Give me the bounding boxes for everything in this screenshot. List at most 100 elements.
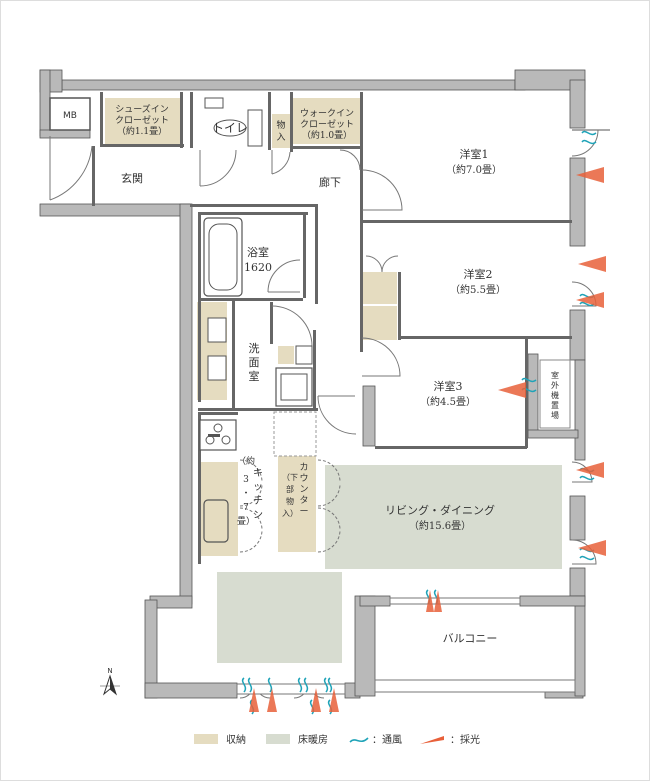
ventilation-mark bbox=[521, 377, 537, 383]
label-outdoor-3: 機 bbox=[551, 390, 559, 400]
daylight-mark bbox=[267, 688, 277, 712]
daylight-mark bbox=[576, 167, 604, 183]
label-western1-2: （約7.0畳） bbox=[446, 163, 502, 176]
label-washroom-1: 洗 bbox=[249, 342, 260, 355]
label-kitchen-size-1: （約 bbox=[237, 455, 255, 467]
label-walkin-3: （約1.0畳） bbox=[302, 129, 352, 141]
ventilation-mark bbox=[581, 139, 597, 145]
daylight-icon bbox=[420, 736, 444, 744]
label-western1-1: 洋室1 bbox=[460, 147, 489, 161]
floor-heating-dining bbox=[217, 572, 342, 663]
ventilation-mark bbox=[327, 699, 333, 715]
counter-dashed-area bbox=[273, 411, 317, 457]
label-bath-1: 浴室 bbox=[247, 245, 269, 259]
daylight-mark bbox=[426, 590, 434, 612]
label-kitchen-1: キ bbox=[253, 468, 263, 479]
label-counter-5: ー bbox=[299, 507, 308, 517]
balcony-railing bbox=[374, 679, 576, 693]
label-living-1: リビング・ダイニング bbox=[385, 503, 495, 517]
daylight-marks bbox=[249, 167, 606, 712]
label-counter-sub-4: 入） bbox=[282, 509, 298, 518]
ventilation-mark bbox=[303, 677, 309, 693]
label-entrance: 玄関 bbox=[121, 171, 143, 185]
label-kitchen-size-2: 3 bbox=[243, 475, 249, 485]
label-balcony: バルコニー bbox=[443, 632, 498, 645]
ventilation-mark bbox=[579, 475, 595, 481]
legend-daylight: ：採光 bbox=[450, 733, 480, 746]
label-western2-1: 洋室2 bbox=[464, 267, 493, 281]
label-toilet: トイレ bbox=[212, 121, 248, 135]
label-shoe-closet-1: シューズイン bbox=[115, 103, 169, 115]
legend-floor-heating: 床暖房 bbox=[298, 733, 328, 746]
label-western3-2: （約4.5畳） bbox=[420, 395, 476, 408]
daylight-mark bbox=[311, 688, 321, 712]
storage-shoe-closet bbox=[105, 98, 180, 144]
storage-walkin-closet bbox=[293, 98, 361, 144]
outdoor-unit-box bbox=[539, 359, 571, 429]
ventilation-mark bbox=[241, 677, 247, 693]
label-washroom-2: 面 bbox=[249, 356, 260, 369]
label-outdoor-2: 外 bbox=[551, 380, 559, 390]
label-shoe-closet-2: クローゼット bbox=[115, 114, 169, 126]
label-kitchen-size-4: 7 bbox=[243, 503, 249, 513]
stove-icon bbox=[199, 419, 237, 451]
walls bbox=[39, 69, 586, 699]
storage-western2-b bbox=[363, 306, 397, 340]
label-kitchen-size-5: 畳） bbox=[237, 516, 255, 527]
legend-storage-swatch bbox=[194, 734, 218, 744]
daylight-mark bbox=[578, 256, 606, 272]
label-living-2: （約15.6畳） bbox=[409, 519, 471, 532]
label-shoe-closet-3: （約1.1畳） bbox=[117, 125, 167, 137]
dining-window bbox=[236, 683, 346, 695]
label-counter-sub-2: 部 bbox=[286, 484, 294, 494]
label-kitchen-size-3: ・ bbox=[241, 489, 250, 499]
label-western3-1: 洋室3 bbox=[434, 379, 463, 393]
daylight-mark bbox=[576, 292, 604, 308]
ventilation-mark bbox=[309, 699, 315, 715]
label-mb: MB bbox=[63, 111, 77, 121]
legend: 収納 床暖房 ：通風 ：採光 bbox=[194, 733, 480, 746]
label-bath-2: 1620 bbox=[244, 261, 272, 274]
label-counter-2: ウ bbox=[299, 473, 308, 484]
ventilation-mark bbox=[247, 677, 253, 693]
label-counter-4: タ bbox=[299, 495, 308, 506]
ventilation-mark bbox=[323, 677, 329, 693]
storage-washroom bbox=[197, 302, 227, 400]
label-storage-small-2: 入 bbox=[276, 132, 285, 143]
legend-ventilation: ：通風 bbox=[372, 734, 402, 746]
room-labels: MB シューズイン クローゼット （約1.1畳） トイレ 物 入 ウォークイン … bbox=[63, 103, 559, 645]
label-walkin-1: ウォークイン bbox=[300, 108, 354, 119]
daylight-mark bbox=[576, 462, 604, 478]
daylight-mark bbox=[329, 688, 339, 712]
storage-counter bbox=[278, 456, 316, 552]
label-outdoor-5: 場 bbox=[551, 410, 559, 420]
label-counter-3: ン bbox=[299, 485, 308, 495]
mb-box bbox=[49, 97, 91, 131]
label-outdoor-1: 室 bbox=[551, 370, 559, 380]
label-western2-2: （約5.5畳） bbox=[450, 283, 506, 296]
storage-wash-shelf bbox=[278, 346, 294, 364]
ventilation-mark bbox=[327, 677, 333, 693]
label-storage-small-1: 物 bbox=[276, 119, 285, 131]
ventilation-mark bbox=[267, 677, 273, 693]
label-kitchen-2: ッ bbox=[253, 482, 263, 493]
daylight-mark bbox=[498, 382, 526, 398]
label-counter-sub-1: （下 bbox=[282, 473, 298, 482]
daylight-mark bbox=[249, 688, 259, 712]
label-kitchen-3: チ bbox=[253, 495, 263, 507]
ventilation-mark bbox=[579, 555, 595, 561]
balcony-sliding-door bbox=[389, 597, 521, 605]
daylight-mark bbox=[434, 590, 442, 612]
washbasin-icon bbox=[207, 317, 313, 407]
label-counter-1: カ bbox=[299, 462, 308, 473]
daylight-mark bbox=[578, 540, 606, 556]
north-arrow-icon: N bbox=[100, 667, 120, 696]
label-washroom-3: 室 bbox=[249, 369, 260, 383]
floor-heating-living bbox=[325, 465, 562, 569]
label-kitchen-4: ン bbox=[253, 510, 263, 521]
interior-walls bbox=[92, 92, 572, 564]
storage-small bbox=[272, 114, 290, 148]
compass-n: N bbox=[107, 667, 112, 675]
